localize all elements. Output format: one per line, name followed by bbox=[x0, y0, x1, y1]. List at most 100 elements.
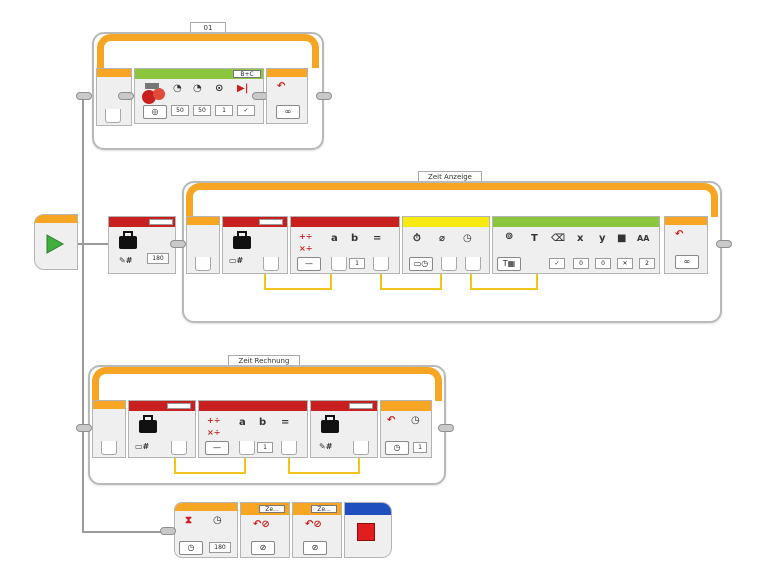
loop-interrupt-tag-1[interactable]: Ze... bbox=[259, 505, 285, 513]
briefcase-icon bbox=[233, 231, 251, 249]
data-wire bbox=[380, 274, 382, 288]
wait-final-block[interactable]: ⧗ ◷ ◷ 180 bbox=[174, 502, 238, 558]
loop-01-arc bbox=[97, 34, 319, 68]
loop-zeit-rechnung-in-plug[interactable] bbox=[76, 424, 92, 432]
wait-mode-selector[interactable]: ◷ bbox=[179, 541, 203, 555]
read-numeric-icon: ▭# bbox=[135, 442, 150, 451]
tank-plug-left[interactable] bbox=[118, 92, 134, 100]
loop-zeit-rechnung-entry bbox=[92, 400, 126, 458]
math-operator-icon: +÷×÷ bbox=[299, 232, 313, 253]
loop-interrupt-block-2[interactable]: Ze... ↶⊘ ⊘ bbox=[292, 502, 342, 558]
data-wire bbox=[380, 288, 440, 290]
loop-01-out-plug[interactable] bbox=[316, 92, 332, 100]
data-wire bbox=[470, 274, 472, 288]
data-wire bbox=[470, 288, 538, 290]
math-block-a[interactable]: +÷×÷ a b = — 1 bbox=[290, 216, 400, 274]
wait-value[interactable]: 1 bbox=[413, 442, 427, 453]
loop-01-in-plug[interactable] bbox=[76, 92, 92, 100]
display-x[interactable]: 0 bbox=[573, 258, 589, 269]
timer-sensor-block[interactable]: ⏱ ⌀ ◷ ▭◷ bbox=[402, 216, 490, 274]
data-wire bbox=[288, 458, 290, 472]
math-b-value[interactable]: 1 bbox=[257, 442, 273, 453]
tank-mode-selector[interactable]: ◎ bbox=[143, 105, 167, 119]
thread-wire-vertical bbox=[82, 97, 84, 532]
display-label-y: y bbox=[599, 233, 606, 244]
variable-read-b-block[interactable]: ▭# bbox=[128, 400, 196, 458]
numeric-type-icon: ✎# bbox=[319, 442, 333, 451]
math-operator-icon: +÷×÷ bbox=[207, 416, 221, 437]
math-mode-selector[interactable]: — bbox=[297, 257, 321, 271]
variable-write-b-block[interactable]: ✎# bbox=[310, 400, 378, 458]
loop-zeit-rechnung-arc bbox=[92, 367, 442, 401]
display-font[interactable]: 2 bbox=[639, 258, 655, 269]
numeric-type-icon: ✎# bbox=[119, 256, 133, 265]
display-clear[interactable]: ✓ bbox=[549, 258, 565, 269]
variable-read-a-block[interactable]: ▭# bbox=[222, 216, 288, 274]
tank-rotations[interactable]: 1 bbox=[215, 105, 233, 116]
final-row-plug[interactable] bbox=[160, 527, 176, 535]
timer-compare-icon: ◷ bbox=[213, 515, 222, 526]
loop-interrupt-icon: ↶⊘ bbox=[253, 519, 270, 530]
timer-compare-icon: ◷ bbox=[411, 415, 420, 426]
hourglass-icon: ⧗ bbox=[185, 515, 193, 526]
briefcase-icon bbox=[321, 415, 339, 433]
brake-icon: ▶| bbox=[237, 83, 249, 94]
var-timer-plug[interactable] bbox=[170, 240, 186, 248]
timer-mode-selector[interactable]: ▭◷ bbox=[409, 257, 433, 271]
briefcase-icon bbox=[139, 415, 157, 433]
loop-zeit-anzeige-exit[interactable]: ↶ ∞ bbox=[664, 216, 708, 274]
data-wire bbox=[174, 458, 176, 472]
read-numeric-icon: ▭# bbox=[229, 256, 244, 265]
display-color[interactable]: ✕ bbox=[617, 258, 633, 269]
loop-infinity-icon[interactable]: ∞ bbox=[276, 105, 300, 119]
play-triangle-icon bbox=[46, 234, 65, 254]
power-left-icon: ◔ bbox=[173, 83, 182, 94]
tank-power-left[interactable]: 50 bbox=[171, 105, 189, 116]
color-icon: ■ bbox=[617, 233, 627, 244]
tank-brake[interactable]: ✓ bbox=[237, 105, 255, 116]
loop-label-zeit-rechnung[interactable]: Zeit Rechnung bbox=[228, 355, 300, 366]
tank-power-right[interactable]: 50 bbox=[193, 105, 211, 116]
move-tank-block[interactable]: B+C ◔ ◔ ⊙ ▶| ◎ 50 50 1 ✓ bbox=[134, 68, 264, 124]
wait-mode-selector[interactable]: ◷ bbox=[385, 441, 409, 455]
stop-square-icon bbox=[357, 523, 375, 541]
wait-final-value[interactable]: 180 bbox=[209, 542, 231, 553]
display-text-block[interactable]: ⊚ T ⌫ x y ■ AA T▦ ✓ 0 0 ✕ 2 bbox=[492, 216, 660, 274]
motor-port-tag[interactable]: B+C bbox=[233, 70, 261, 78]
data-wire bbox=[536, 274, 538, 290]
math-mode-selector[interactable]: — bbox=[205, 441, 229, 455]
stop-program-block[interactable] bbox=[344, 502, 392, 558]
loop-label-01[interactable]: 01 bbox=[190, 22, 226, 33]
loop-interrupt-icon: ↶⊘ bbox=[305, 519, 322, 530]
math-label-eq: = bbox=[281, 417, 290, 428]
display-label-x: x bbox=[577, 233, 584, 244]
start-block[interactable] bbox=[34, 214, 78, 270]
wait-timer-block[interactable]: ↶ ◷ ◷ 1 bbox=[380, 400, 432, 458]
math-b-value[interactable]: 1 bbox=[349, 258, 365, 269]
data-wire bbox=[288, 472, 360, 474]
math-label-b: b bbox=[351, 233, 359, 244]
loop-interrupt-block-1[interactable]: Ze... ↶⊘ ⊘ bbox=[240, 502, 290, 558]
loop-zeit-rechnung-out-plug[interactable] bbox=[438, 424, 454, 432]
loop-interrupt-mode[interactable]: ⊘ bbox=[251, 541, 275, 555]
variable-write-timer-block[interactable]: ✎# 180 bbox=[108, 216, 176, 274]
eraser-icon: ⌫ bbox=[551, 233, 566, 244]
loop-infinity-icon[interactable]: ∞ bbox=[675, 255, 699, 269]
loop-01-exit[interactable]: ↶ ∞ bbox=[266, 68, 308, 124]
briefcase-icon bbox=[119, 231, 137, 249]
variable-value-180[interactable]: 180 bbox=[147, 253, 169, 264]
display-mode-selector[interactable]: T▦ bbox=[497, 257, 521, 271]
loop-zeit-anzeige-out-plug[interactable] bbox=[716, 240, 732, 248]
data-wire bbox=[244, 458, 246, 474]
math-label-eq: = bbox=[373, 233, 382, 244]
math-block-b[interactable]: +÷×÷ a b = — 1 bbox=[198, 400, 308, 458]
display-y[interactable]: 0 bbox=[595, 258, 611, 269]
loop-interrupt-mode[interactable]: ⊘ bbox=[303, 541, 327, 555]
loop-return-icon: ↶ bbox=[277, 81, 286, 92]
loop-label-zeit-anzeige[interactable]: Zeit Anzeige bbox=[418, 171, 482, 182]
loop-zeit-anzeige-entry bbox=[186, 216, 220, 274]
display-icon: ⊚ bbox=[505, 231, 514, 242]
data-wire bbox=[358, 458, 360, 474]
rotations-icon: ⊙ bbox=[215, 83, 224, 94]
loop-interrupt-tag-2[interactable]: Ze... bbox=[311, 505, 337, 513]
